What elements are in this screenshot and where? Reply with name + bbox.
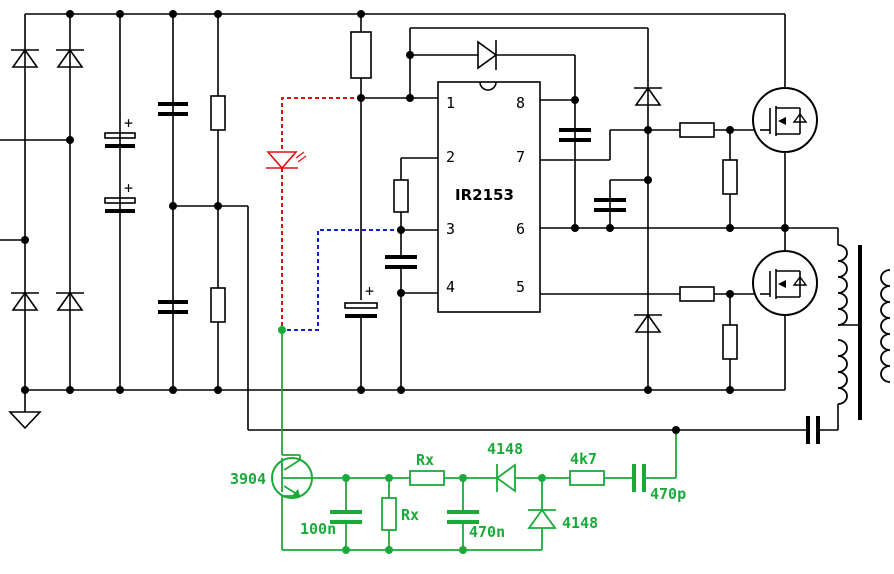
pin-3: 3	[446, 220, 455, 238]
label-rx-shunt: Rx	[401, 506, 419, 524]
vcc-section: +	[344, 14, 438, 390]
clamp-diodes	[634, 28, 662, 390]
blue-path	[282, 229, 401, 331]
svg-text:+: +	[124, 114, 133, 132]
label-470p: 470p	[650, 485, 686, 503]
transformer	[837, 228, 891, 430]
pin-8: 8	[516, 94, 525, 112]
label-4k7: 4k7	[570, 450, 597, 468]
label-transistor: 3904	[230, 470, 266, 488]
added-circuit: 3904 Rx 4148 4k7 470p 100n Rx 470	[230, 326, 686, 554]
label-diode-top: 4148	[487, 440, 523, 458]
diode-d2	[56, 48, 84, 68]
junction-dots	[21, 10, 789, 434]
diode-d4	[56, 291, 84, 311]
pin-4: 4	[446, 278, 455, 296]
ic-name: IR2153	[455, 186, 514, 204]
ic-ir2153: IR2153 1 2 3 4 5 6 7 8	[437, 81, 541, 313]
led-path	[266, 97, 361, 330]
mosfet-high	[752, 87, 818, 153]
output-coupling	[248, 416, 838, 444]
label-rx-series: Rx	[416, 451, 434, 469]
pin-2: 2	[446, 148, 455, 166]
electrolytic-caps: + +	[104, 14, 136, 390]
bridge-rectifier	[0, 14, 84, 430]
pin-1: 1	[446, 94, 455, 112]
bootstrap-diode	[409, 27, 648, 228]
pin-6: 6	[516, 220, 525, 238]
diode-d1	[11, 48, 39, 68]
label-470n: 470n	[469, 523, 505, 541]
label-100n: 100n	[300, 520, 336, 538]
svg-text:+: +	[365, 282, 374, 300]
film-caps	[158, 14, 188, 390]
ground-symbol	[8, 390, 42, 430]
gate-drive	[540, 122, 838, 390]
timing-network	[385, 157, 438, 390]
svg-text:+: +	[124, 179, 133, 197]
pin-5: 5	[516, 278, 525, 296]
pin-7: 7	[516, 148, 525, 166]
diode-d3	[11, 291, 39, 311]
label-diode-bottom: 4148	[562, 514, 598, 532]
mosfet-low	[752, 250, 818, 316]
divider-resistors	[173, 14, 249, 430]
